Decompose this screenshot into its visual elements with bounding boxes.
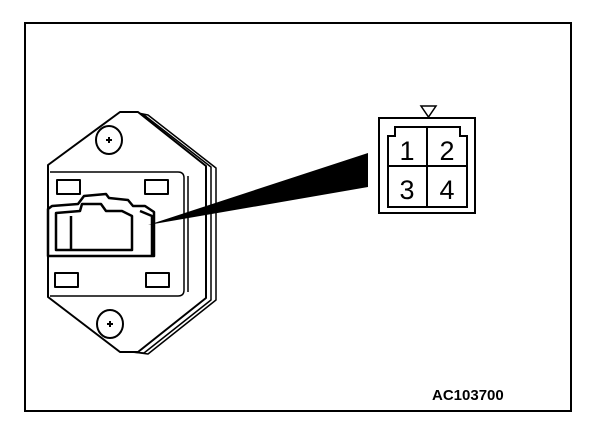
connector-face: 1 2 3 4 xyxy=(378,105,476,214)
figure-frame xyxy=(24,22,572,412)
figure-id: AC103700 xyxy=(432,387,504,404)
screw-top-icon xyxy=(95,125,123,155)
pin-3: 3 xyxy=(399,175,414,205)
screw-bottom-icon xyxy=(96,309,124,339)
orientation-triangle-icon xyxy=(419,105,438,119)
connector-socket xyxy=(46,192,156,258)
pin-2: 2 xyxy=(439,136,454,166)
pin-4: 4 xyxy=(439,175,454,205)
pin-1: 1 xyxy=(399,136,414,166)
leader-wedge xyxy=(148,153,368,225)
